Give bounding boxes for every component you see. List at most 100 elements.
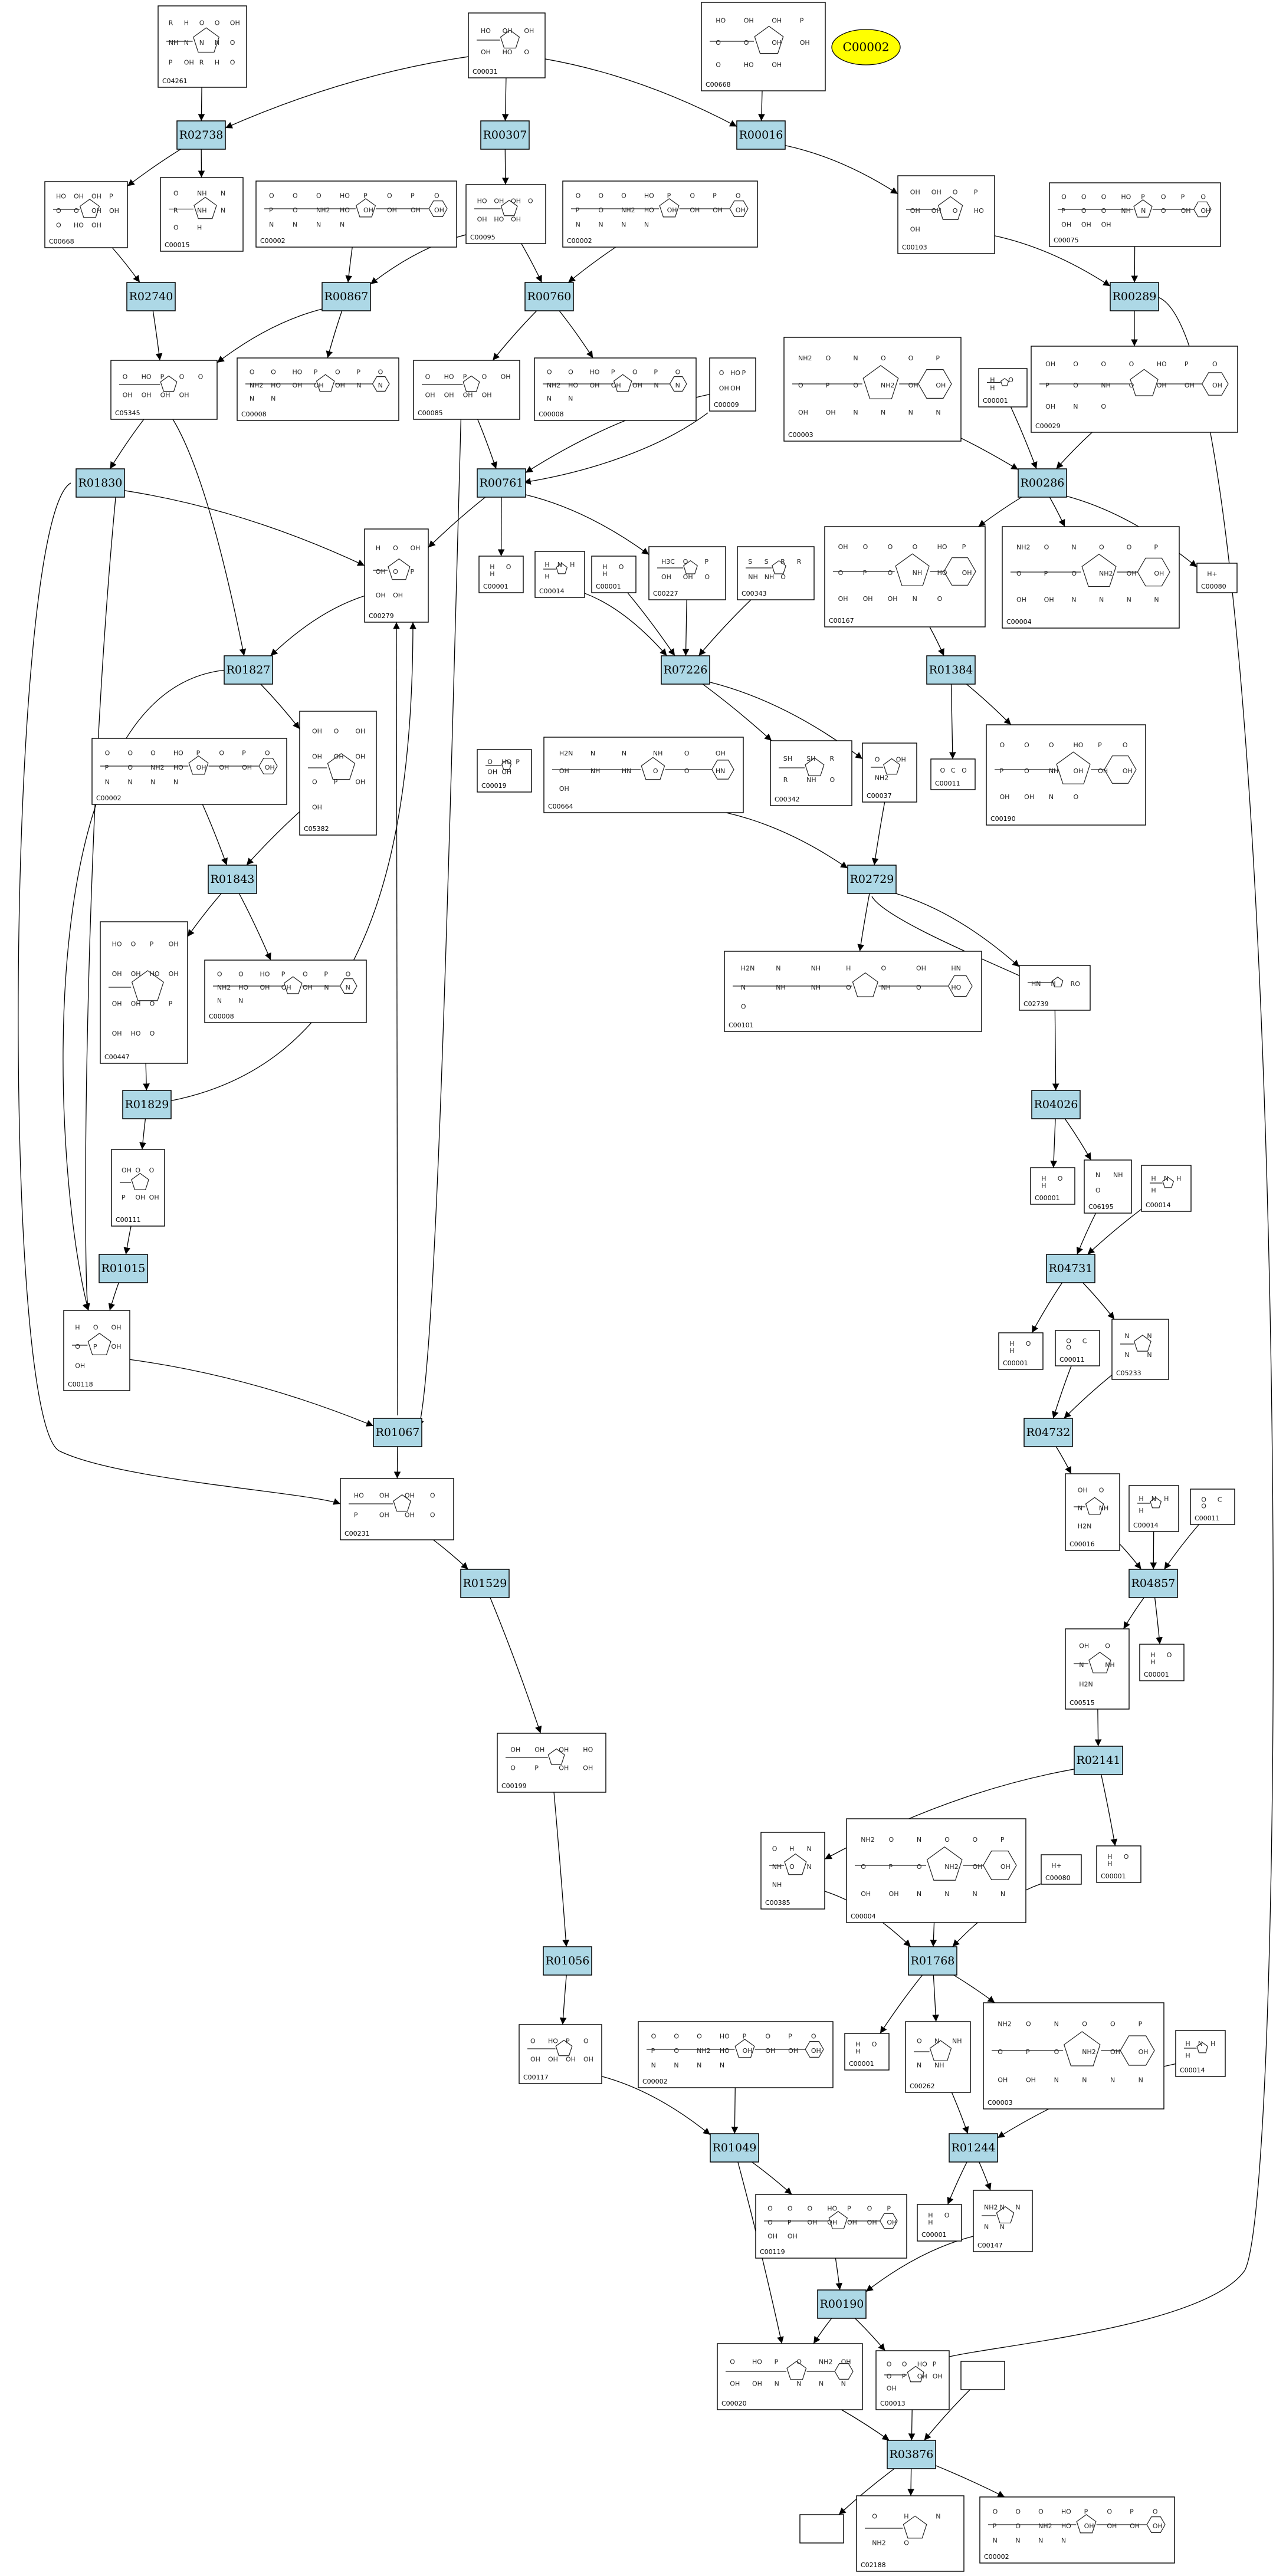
reaction-r00867[interactable]: R00867 — [322, 282, 371, 311]
reaction-r01768[interactable]: R01768 — [908, 1946, 957, 1976]
reaction-r00286[interactable]: R00286 — [1018, 468, 1067, 498]
reaction-r02738[interactable]: R02738 — [176, 120, 226, 150]
reaction-r01529[interactable]: R01529 — [460, 1569, 510, 1598]
reaction-r01827[interactable]: R01827 — [224, 655, 273, 685]
start-node[interactable]: C00002 — [831, 29, 901, 65]
reaction-r02729[interactable]: R02729 — [847, 865, 897, 894]
reaction-r01829[interactable]: R01829 — [122, 1090, 172, 1119]
reaction-r04732[interactable]: R04732 — [1023, 1418, 1073, 1447]
reaction-r01384[interactable]: R01384 — [926, 655, 976, 685]
reaction-r04026[interactable]: R04026 — [1031, 1090, 1081, 1119]
reaction-r01843[interactable]: R01843 — [208, 865, 257, 894]
compound-c00080[interactable]: H+C00080 — [1041, 1854, 1082, 1885]
reaction-r00289[interactable]: R00289 — [1110, 282, 1159, 311]
reaction-r01244[interactable]: R01244 — [949, 2133, 998, 2163]
reaction-r01049[interactable]: R01049 — [710, 2133, 759, 2163]
reaction-r03876[interactable]: R03876 — [887, 2440, 936, 2469]
reaction-r00016[interactable]: R00016 — [736, 120, 786, 150]
reaction-r04731[interactable]: R04731 — [1046, 1254, 1095, 1283]
reaction-r00307[interactable]: R00307 — [480, 120, 530, 150]
reaction-r02740[interactable]: R02740 — [126, 282, 176, 311]
reaction-r07226[interactable]: R07226 — [661, 655, 710, 685]
reaction-r00760[interactable]: R00760 — [524, 282, 574, 311]
reaction-r01056[interactable]: R01056 — [543, 1946, 592, 1976]
reaction-r02141[interactable]: R02141 — [1074, 1746, 1123, 1775]
compound-unlabeled[interactable] — [799, 2514, 844, 2544]
reaction-r01067[interactable]: R01067 — [373, 1418, 422, 1447]
reaction-r04857[interactable]: R04857 — [1128, 1569, 1178, 1598]
compound-c00080[interactable]: H+C00080 — [1196, 563, 1238, 593]
reaction-r01830[interactable]: R01830 — [76, 468, 125, 498]
reaction-r00761[interactable]: R00761 — [477, 468, 526, 498]
compound-unlabeled[interactable] — [960, 2361, 1005, 2390]
reaction-r00190[interactable]: R00190 — [817, 2289, 867, 2319]
reaction-r01015[interactable]: R01015 — [99, 1254, 148, 1283]
